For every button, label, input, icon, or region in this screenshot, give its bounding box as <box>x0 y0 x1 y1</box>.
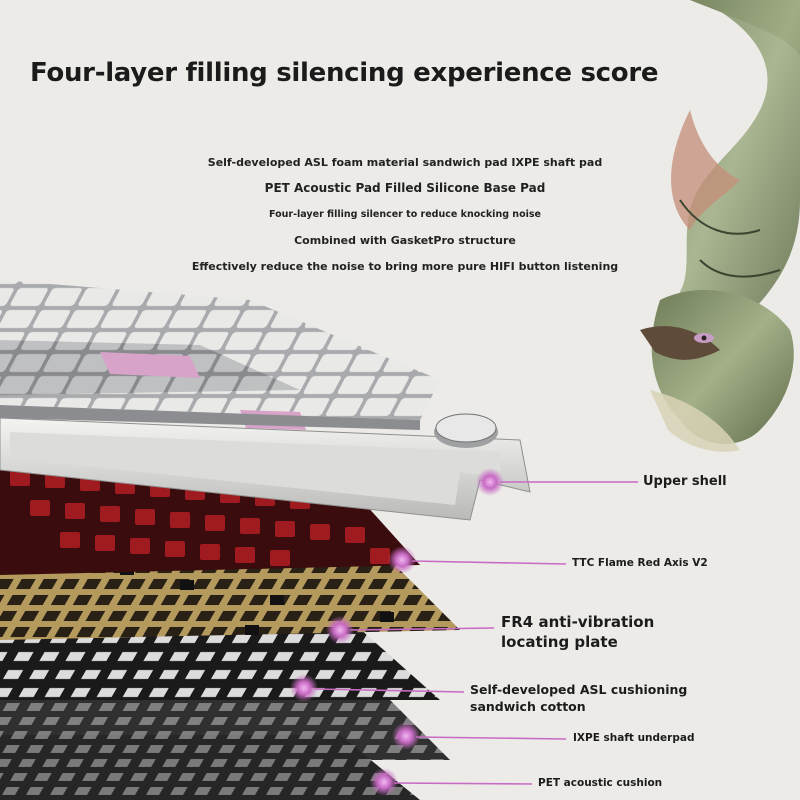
intro-line: Four-layer filling silencer to reduce kn… <box>269 209 541 220</box>
upper-shell-layer <box>0 413 531 521</box>
callout-line: sandwich cotton <box>470 699 586 714</box>
intro-line: Effectively reduce the noise to bring mo… <box>191 260 619 273</box>
dragon-illustration <box>640 0 800 452</box>
callout-upper-shell: Upper shell <box>643 474 727 489</box>
callout-ixpe-underpad: IXPE shaft underpad <box>573 732 695 744</box>
intro-line: Self-developed ASL foam material sandwic… <box>207 156 603 169</box>
callout-line: locating plate <box>501 633 618 651</box>
asl-cotton-layer <box>0 620 440 700</box>
keycaps-layer <box>0 280 440 430</box>
page-title: Four-layer filling silencing experience … <box>30 58 659 88</box>
intro-line: PET Acoustic Pad Filled Silicone Base Pa… <box>264 181 546 195</box>
callout-asl-cotton: Self-developed ASL cushioning sandwich c… <box>470 681 750 715</box>
callout-pet-cushion: PET acoustic cushion <box>538 777 663 789</box>
callout-markers <box>290 468 638 796</box>
callout-switch: TTC Flame Red Axis V2 <box>572 557 708 569</box>
intro-line: Combined with GasketPro structure <box>294 234 516 247</box>
callout-line: FR4 anti-vibration <box>501 613 655 631</box>
ixpe-underpad-layer <box>0 690 450 760</box>
callout-line: Self-developed ASL cushioning <box>470 682 688 697</box>
callout-fr4-plate: FR4 anti-vibration locating plate <box>501 612 701 652</box>
